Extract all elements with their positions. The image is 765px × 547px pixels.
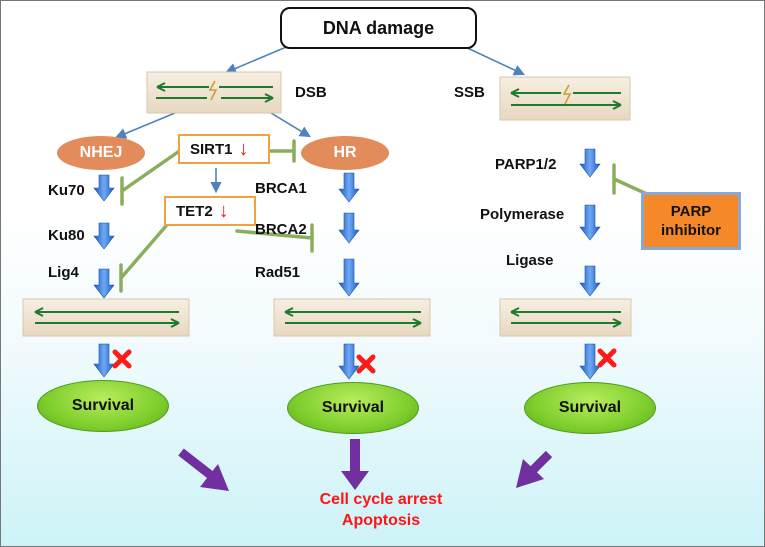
block-arrow-ssb-survival [579, 343, 601, 380]
purple-arrows [178, 439, 553, 491]
survival-node-ssb: Survival [524, 382, 656, 434]
block-arrow-brca1-brca2 [338, 212, 360, 244]
down-arrow-icon: ↓ [238, 137, 249, 160]
block-arrow-lig4-dna [93, 268, 115, 299]
block-x-ssb [597, 348, 617, 368]
outcome-line-1: Cell cycle arrest [319, 491, 443, 508]
purple-arrow-left [178, 448, 229, 491]
purple-arrow-right [516, 450, 553, 488]
inhibit-sirt1-ku70 [120, 150, 180, 193]
inhibit-tet2-lig4 [119, 224, 168, 280]
block-arrow-ku70-ku80 [93, 174, 115, 202]
purple-arrow-center [341, 439, 369, 490]
hr-node: HR [301, 136, 389, 170]
parp12-label: PARP1/2 [495, 156, 557, 173]
tet2-box: TET2 ↓ [164, 196, 256, 226]
ku80-label: Ku80 [48, 227, 85, 244]
arrow-to-ssb [460, 44, 526, 76]
dna-dsb-box [146, 71, 282, 114]
block-x-nhej [112, 349, 132, 369]
parp-inhibitor-line1: PARP [670, 203, 712, 220]
nhej-node: NHEJ [57, 136, 145, 170]
dna-repaired-box-ssb [499, 298, 632, 337]
ligase-label: Ligase [506, 252, 554, 269]
arrow-dsb-to-nhej [114, 112, 176, 139]
block-x-marks [112, 348, 617, 374]
polymerase-label: Polymerase [480, 206, 565, 223]
block-x-hr [356, 354, 376, 374]
survival-node-hr: Survival [287, 382, 419, 434]
tet2-label: TET2 [176, 202, 213, 220]
parp-inhibitor-line2: inhibitor [661, 222, 721, 239]
parp-inhibitor-box: PARP inhibitor [641, 192, 741, 250]
lig4-label: Lig4 [48, 264, 79, 281]
dsb-label: DSB [295, 84, 327, 101]
arrow-dsb-to-hr [270, 112, 311, 138]
block-arrow-ligase-dna [579, 265, 601, 297]
brca1-label: BRCA1 [255, 180, 307, 197]
dna-ssb-box [499, 76, 631, 121]
block-arrow-nhej-survival [93, 343, 115, 378]
block-arrow-hr-brca1 [338, 172, 360, 203]
inhibit-tet2-rad51 [235, 229, 314, 240]
block-arrow-hr-survival [338, 343, 360, 380]
survival-node-nhej: Survival [37, 380, 169, 432]
dna-damage-node: DNA damage [280, 7, 477, 49]
rad51-label: Rad51 [255, 264, 301, 281]
sirt1-box: SIRT1 ↓ [178, 134, 270, 164]
inhibition-lines [119, 139, 651, 293]
block-arrow-polymerase-ligase [579, 204, 601, 241]
down-arrow-icon: ↓ [218, 199, 229, 222]
sirt1-label: SIRT1 [190, 140, 233, 158]
arrow-to-dsb [224, 44, 292, 74]
block-arrow-brca2-rad51 [338, 258, 360, 297]
block-arrows [93, 148, 601, 380]
dna-repaired-box-nhej [22, 298, 190, 337]
ku70-label: Ku70 [48, 182, 85, 199]
ssb-label: SSB [454, 84, 485, 101]
dna-repaired-box-hr [273, 298, 431, 337]
block-arrow-ku80-lig4 [93, 222, 115, 250]
block-arrow-parp-polymerase [579, 148, 601, 178]
outcome-line-2: Apoptosis [341, 512, 421, 529]
brca2-label: BRCA2 [255, 221, 307, 238]
